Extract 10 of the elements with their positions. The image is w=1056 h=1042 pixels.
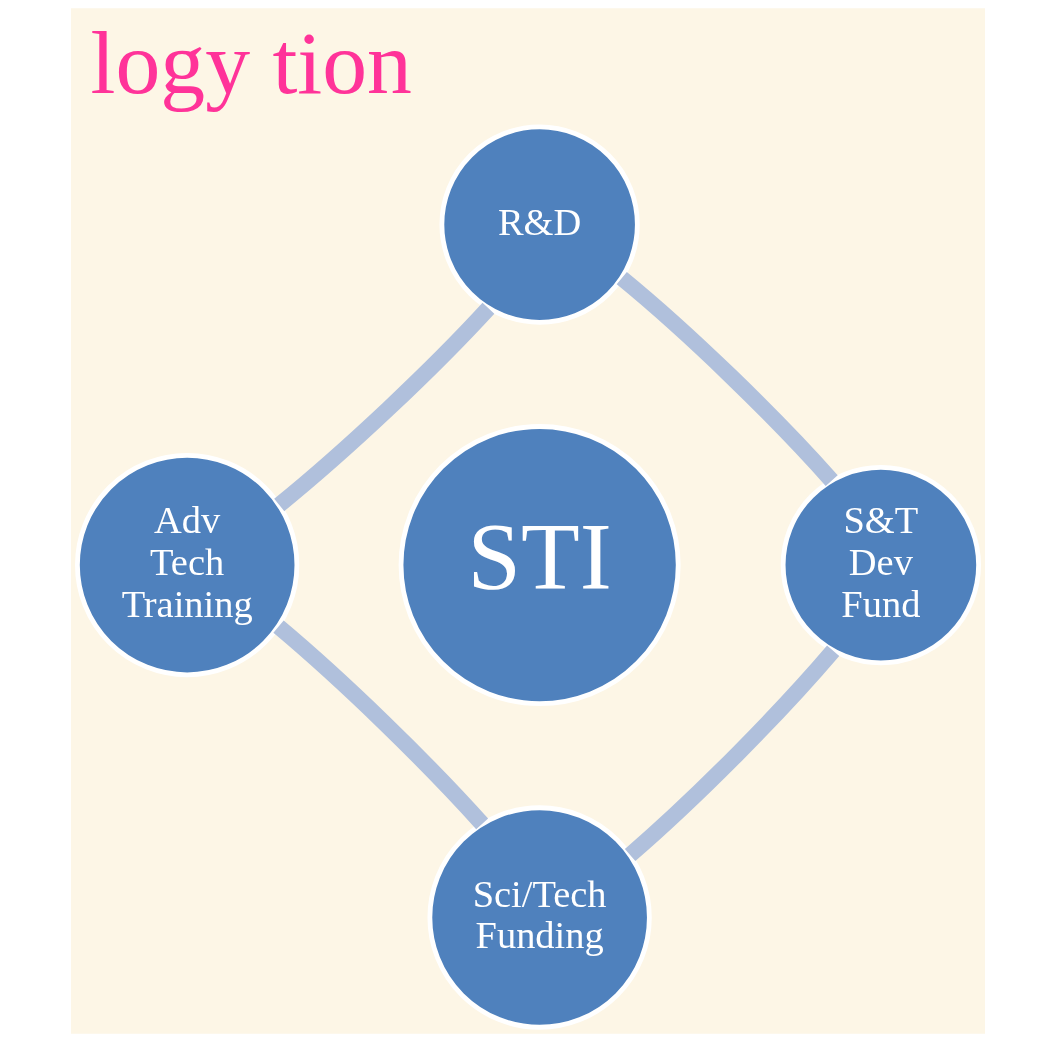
connector [624, 645, 840, 861]
node-circle: STI [398, 424, 681, 707]
connector [616, 272, 838, 486]
node-circle: Sci/Tech Funding [427, 805, 652, 1030]
connector [273, 620, 489, 830]
diagram-title: logy tion [90, 12, 412, 112]
node-circle: S&T Dev Fund [780, 464, 981, 666]
node-circle: Adv Tech Training [75, 452, 300, 678]
connector [274, 302, 495, 512]
node-circle: R&D [439, 124, 640, 325]
